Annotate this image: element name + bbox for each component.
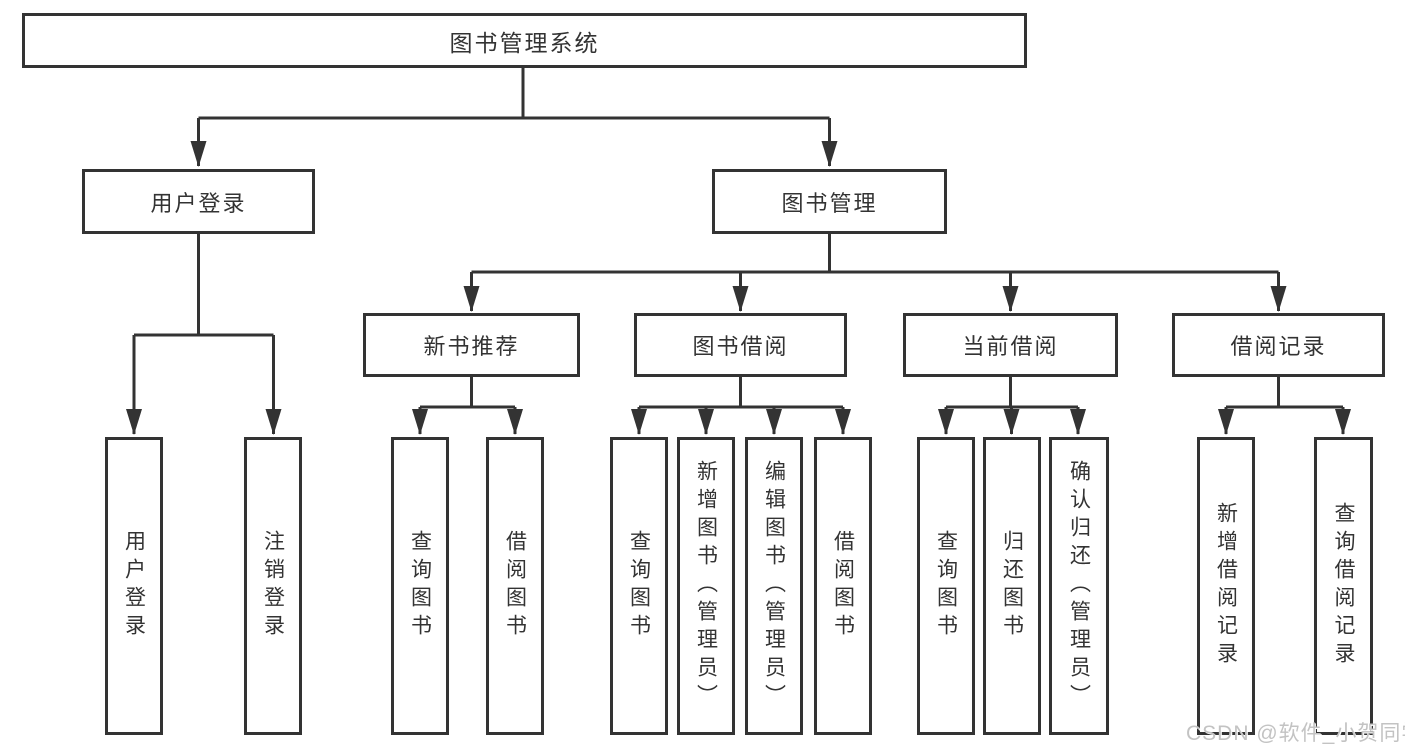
node-new-book-recommend: 新书推荐 — [363, 313, 580, 377]
node-book-management: 图书管理 — [712, 169, 947, 234]
leaf-return-books: 归还图书 — [983, 437, 1041, 735]
leaf-borrow-books-borrow-label: 借阅图书 — [831, 530, 855, 642]
leaf-query-books-borrow: 查询图书 — [610, 437, 668, 735]
node-new-book-recommend-label: 新书推荐 — [423, 334, 520, 359]
leaf-borrow-books-recommend-label: 借阅图书 — [503, 530, 527, 642]
node-book-management-label: 图书管理 — [781, 190, 878, 216]
leaf-query-books-current: 查询图书 — [917, 437, 975, 735]
node-user-login: 用户登录 — [82, 169, 315, 234]
leaf-query-books-recommend: 查询图书 — [391, 437, 449, 735]
node-borrow-records-label: 借阅记录 — [1230, 334, 1327, 359]
node-book-borrow-label: 图书借阅 — [692, 334, 789, 359]
leaf-add-borrow-record: 新增借阅记录 — [1197, 437, 1255, 735]
leaf-add-books-admin-label: 新增图书（管理员） — [694, 460, 718, 712]
leaf-confirm-return-admin: 确认归还（管理员） — [1049, 437, 1109, 735]
leaf-query-borrow-record: 查询借阅记录 — [1314, 437, 1373, 735]
leaf-confirm-return-admin-label: 确认归还（管理员） — [1067, 460, 1091, 712]
leaf-add-borrow-record-label: 新增借阅记录 — [1214, 502, 1238, 670]
node-book-borrow: 图书借阅 — [634, 313, 847, 377]
node-current-borrow-label: 当前借阅 — [962, 334, 1059, 359]
node-root-label: 图书管理系统 — [449, 29, 600, 56]
leaf-user-login-label: 用户登录 — [122, 530, 146, 642]
node-user-login-label: 用户登录 — [150, 190, 247, 216]
connector-group — [126, 68, 1351, 435]
leaf-return-books-label: 归还图书 — [1000, 530, 1024, 642]
watermark: CSDN @软件_小贺同学 — [1186, 722, 1405, 745]
node-borrow-records: 借阅记录 — [1172, 313, 1385, 377]
leaf-edit-books-admin: 编辑图书（管理员） — [745, 437, 803, 735]
node-root: 图书管理系统 — [22, 13, 1027, 68]
leaf-edit-books-admin-label: 编辑图书（管理员） — [762, 460, 786, 712]
leaf-add-books-admin: 新增图书（管理员） — [677, 437, 735, 735]
leaf-query-books-current-label: 查询图书 — [934, 530, 958, 642]
leaf-query-borrow-record-label: 查询借阅记录 — [1332, 502, 1355, 670]
leaf-query-books-recommend-label: 查询图书 — [408, 530, 432, 642]
leaf-logout-login-label: 注销登录 — [261, 530, 285, 642]
leaf-borrow-books-recommend: 借阅图书 — [486, 437, 544, 735]
leaf-borrow-books-borrow: 借阅图书 — [814, 437, 872, 735]
leaf-query-books-borrow-label: 查询图书 — [627, 530, 651, 642]
node-current-borrow: 当前借阅 — [903, 313, 1118, 377]
leaf-user-login: 用户登录 — [105, 437, 163, 735]
leaf-logout-login: 注销登录 — [244, 437, 302, 735]
